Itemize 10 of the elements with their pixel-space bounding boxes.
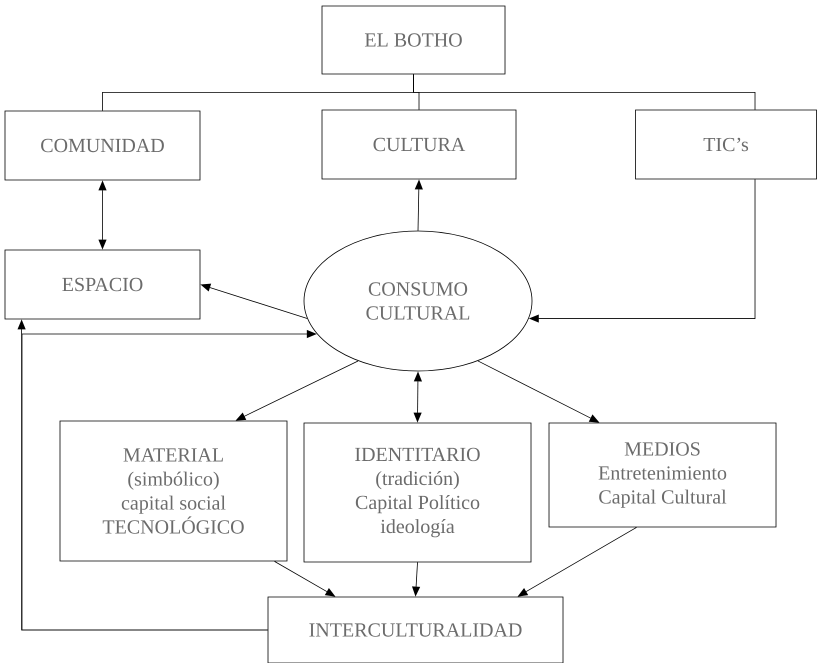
connector-line <box>413 74 756 110</box>
concept-box: ESPACIO <box>4 250 200 320</box>
concept-box: MATERIAL (simbólico) capital social TECNOLÓGICO <box>60 420 288 562</box>
concept-box: TIC’s <box>635 110 817 180</box>
concept-box: INTERCULTURALIDAD <box>268 596 564 663</box>
concept-box: COMUNIDAD <box>4 110 200 180</box>
concept-box: IDENTITARIO (tradición) Capital Político ideología <box>304 422 532 562</box>
concept-box: MEDIOS Entretenimiento Capital Cultural <box>548 422 776 528</box>
concept-box: CULTURA <box>322 110 516 180</box>
concept-box: EL BOTHO <box>322 6 506 74</box>
